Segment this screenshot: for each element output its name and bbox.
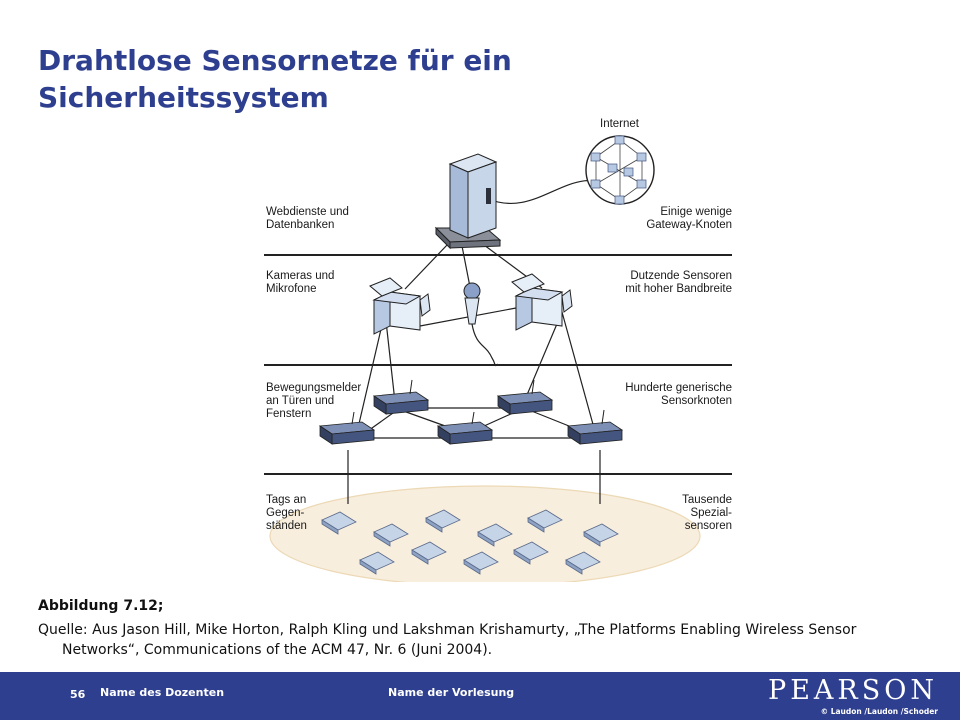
sensor-node-icon bbox=[372, 379, 430, 415]
sensor-node-icon bbox=[566, 409, 624, 445]
tag-sensor-icon bbox=[463, 551, 499, 575]
page-title: Drahtlose Sensornetze für ein Sicherheit… bbox=[38, 44, 512, 114]
copyright-note: © Laudon /Laudon /Schoder bbox=[820, 707, 938, 716]
page-number: 56 bbox=[70, 688, 86, 701]
figure-caption: Abbildung 7.12; Quelle: Aus Jason Hill, … bbox=[38, 596, 918, 660]
tag-sensors bbox=[321, 509, 619, 575]
camera-icon bbox=[511, 273, 573, 331]
tag-sensor-icon bbox=[513, 541, 549, 565]
logo-wordmark: PEARSON bbox=[768, 675, 938, 706]
camera-icon bbox=[369, 277, 431, 335]
tag-sensor-icon bbox=[527, 509, 563, 533]
tag-sensor-icon bbox=[411, 541, 447, 565]
footer-bar: 56 Name des Dozenten Name der Vorlesung … bbox=[0, 672, 960, 720]
tag-sensor-icon bbox=[583, 523, 619, 547]
tag-sensor-icon bbox=[565, 551, 601, 575]
tag-sensor-icon bbox=[477, 523, 513, 547]
tag-sensor-icon bbox=[321, 511, 357, 535]
sensor-node-icon bbox=[496, 379, 554, 415]
internet-globe-icon bbox=[585, 135, 655, 205]
sensor-network-diagram: Internet bbox=[264, 118, 732, 582]
microphone-icon bbox=[463, 282, 481, 325]
lecturer-name: Name des Dozenten bbox=[100, 686, 225, 699]
tag-sensor-icon bbox=[373, 523, 409, 547]
internet-label: Internet bbox=[600, 118, 640, 130]
pearson-logo: PEARSON © Laudon /Laudon /Schoder bbox=[768, 675, 938, 717]
figure-source: Quelle: Aus Jason Hill, Mike Horton, Ral… bbox=[38, 622, 857, 658]
tag-sensor-icon bbox=[359, 551, 395, 575]
sensor-node-icon bbox=[436, 411, 494, 445]
server-icon bbox=[434, 153, 502, 250]
sensor-node-icon bbox=[318, 411, 376, 445]
figure-number: Abbildung 7.12; bbox=[38, 598, 164, 614]
tag-sensor-icon bbox=[425, 509, 461, 533]
lecture-name: Name der Vorlesung bbox=[388, 686, 515, 699]
